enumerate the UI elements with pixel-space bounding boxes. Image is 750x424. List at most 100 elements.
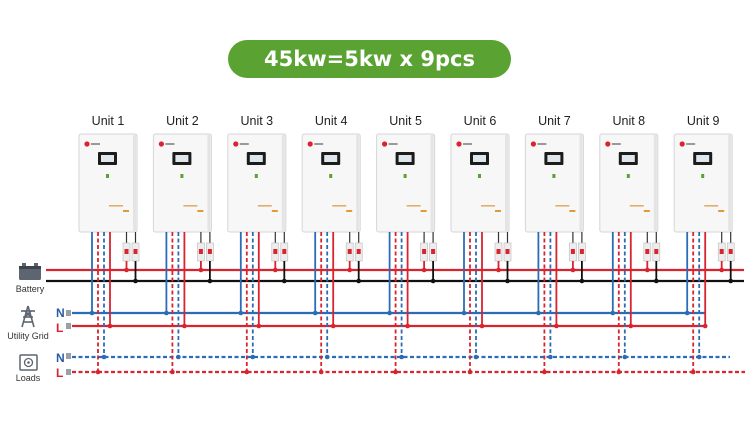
inverter-unit [450, 133, 510, 233]
junction-dot [536, 310, 541, 316]
inverter-screen [249, 155, 263, 162]
inverter-tag-accent [643, 210, 650, 212]
inverter-body [450, 133, 510, 233]
junction-dot [347, 267, 353, 273]
inverter-body [376, 133, 436, 233]
inverter-unit [599, 133, 659, 233]
inverter-side [356, 135, 360, 231]
junction-dot [250, 354, 256, 360]
inverter-indicator [180, 174, 184, 178]
inverter-tag [332, 205, 347, 207]
load-l-label: L [56, 366, 63, 380]
grid-l-label: L [56, 321, 63, 335]
inverter-tag [183, 205, 198, 207]
dc-breaker [345, 232, 363, 284]
junction-dot [696, 354, 702, 360]
dc-breaker [197, 232, 214, 284]
inverter-screen [175, 155, 189, 162]
junction-dot [387, 310, 392, 316]
inverter-logo [158, 141, 164, 147]
unit-label: Unit 5 [389, 114, 422, 128]
junction-dot [95, 369, 101, 375]
junction-dot [616, 369, 622, 375]
terminal-connectors [66, 310, 71, 375]
inverter-unit [673, 133, 733, 233]
junction-dot [133, 278, 138, 284]
battery-label: Battery [16, 284, 45, 294]
unit-label: Unit 3 [240, 114, 273, 128]
junction-dot [645, 267, 650, 273]
junction-dot [421, 267, 427, 273]
inverter-body [152, 133, 212, 233]
inverter-tag-accent [271, 210, 278, 212]
unit-label: Unit 7 [538, 114, 571, 128]
junction-dot [719, 267, 724, 273]
inverter-brand [165, 143, 175, 145]
breaker-switch [496, 249, 501, 254]
junction-dot [579, 278, 585, 284]
loads-icon [19, 354, 38, 371]
junction-dot [505, 278, 510, 284]
junction-dot [684, 310, 690, 316]
breakers [122, 232, 735, 284]
inverter-logo [679, 141, 685, 147]
breaker-switch [207, 249, 212, 254]
inverter-side [281, 135, 285, 231]
inverter-unit [152, 133, 212, 233]
junction-dot [282, 278, 287, 284]
junction-dot [256, 323, 262, 329]
inverter-indicator [403, 174, 407, 178]
junction-dot [244, 369, 250, 375]
junction-dot [312, 310, 318, 316]
inverter-screen [621, 155, 635, 162]
junction-dot [356, 278, 362, 284]
inverter-side [579, 135, 583, 231]
breaker-switch [198, 249, 203, 254]
breaker-switch [645, 249, 650, 254]
inverter-logo [382, 141, 388, 147]
dc-breaker [643, 232, 661, 284]
inverter-body [524, 133, 584, 233]
inverter-brand [611, 143, 621, 145]
inverter-tag [555, 205, 570, 207]
junction-dot [610, 310, 616, 316]
inverter-body [78, 133, 138, 233]
inverter-tag-accent [718, 210, 725, 212]
junction-dot [554, 323, 559, 329]
junction-dot [728, 278, 733, 284]
inverter-indicator [329, 174, 333, 178]
breaker-switch [282, 249, 287, 254]
battery-icon [19, 263, 41, 280]
junction-dot [461, 310, 467, 316]
breaker-switch [719, 249, 724, 254]
inverter-screen [398, 155, 412, 162]
grid-n-label: N [56, 306, 65, 320]
unit-label: Unit 9 [687, 114, 720, 128]
utility-grid-icon [21, 305, 35, 328]
breaker-switch [356, 249, 361, 254]
junction-dot [548, 354, 553, 360]
unit-label: Unit 8 [612, 114, 645, 128]
inverter-tag [704, 205, 719, 207]
inverter-tag [406, 205, 421, 207]
breaker-switch [133, 249, 138, 254]
inverter-unit [78, 133, 138, 233]
junction-dot [324, 354, 330, 360]
junction-dot [89, 310, 95, 316]
inverter-body [599, 133, 659, 233]
inverter-tag-accent [197, 210, 204, 212]
breaker-switch [579, 249, 584, 254]
inverter-indicator [254, 174, 258, 178]
inverter-logo [307, 141, 313, 147]
junction-dot [622, 354, 628, 360]
junction-dot [479, 323, 485, 329]
inverter-screen [473, 155, 486, 162]
breaker-switch [124, 249, 129, 254]
dc-breaker [717, 232, 735, 284]
inverter-tag-accent [420, 210, 427, 212]
inverter-screen [101, 155, 114, 162]
unit-label: Unit 6 [464, 114, 497, 128]
junction-dot [164, 310, 169, 316]
inverter-tag-accent [495, 210, 501, 212]
inverter-body [673, 133, 733, 233]
